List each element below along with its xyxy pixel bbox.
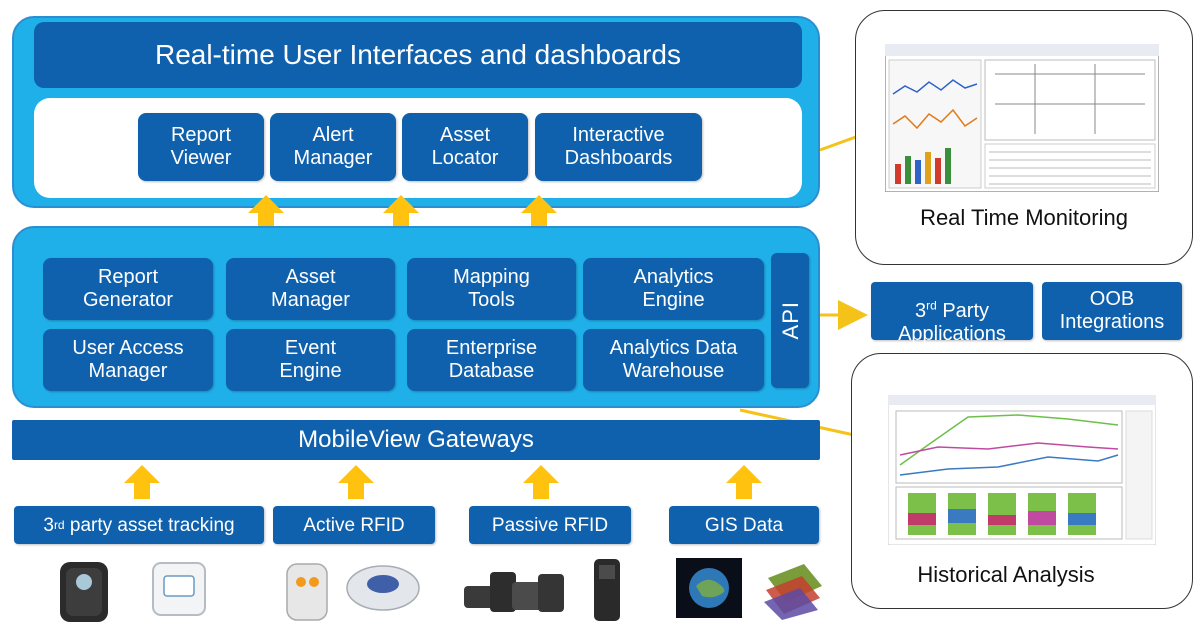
up-arrow-icon	[248, 195, 284, 229]
mobileview-gateways-bar: MobileView Gateways	[12, 420, 820, 460]
third-party-apps-text: 3rd Party Applications	[898, 277, 1006, 346]
realtime-ui-title: Real-time User Interfaces and dashboards	[34, 22, 802, 88]
up-arrow-icon	[521, 195, 557, 229]
up-arrow-icon	[124, 465, 160, 499]
report-generator-module[interactable]: Report Generator	[43, 258, 213, 320]
alert-manager-button[interactable]: Alert Manager	[270, 113, 396, 181]
historical-analysis-caption: Historical Analysis	[917, 562, 1095, 587]
gis-globe-image	[676, 558, 742, 618]
realtime-dashboard-screenshot[interactable]	[885, 44, 1159, 192]
third-party-apps-post: Party Applications	[898, 299, 1006, 345]
up-arrow-icon	[383, 195, 419, 229]
analytics-data-warehouse-module[interactable]: Analytics Data Warehouse	[583, 329, 764, 391]
third-party-applications-box[interactable]: 3rd Party Applications	[871, 282, 1033, 345]
active-rfid-box[interactable]: Active RFID	[273, 506, 435, 544]
third-party-post: party asset tracking	[64, 514, 235, 536]
third-party-apps-pre: 3	[914, 299, 927, 322]
active-rfid-reader-image	[346, 565, 420, 611]
third-party-pre: 3	[43, 514, 54, 536]
up-arrow-icon	[523, 465, 559, 499]
oob-integrations-box[interactable]: OOB Integrations	[1042, 282, 1182, 340]
uwb-tag-image	[152, 562, 206, 616]
third-party-apps-sup: rd	[926, 297, 937, 312]
interactive-dashboards-button[interactable]: Interactive Dashboards	[535, 113, 702, 181]
active-rfid-tag-image	[286, 563, 328, 621]
api-label: API	[777, 301, 803, 340]
gis-map-layers-image	[764, 564, 822, 620]
report-viewer-button[interactable]: Report Viewer	[138, 113, 264, 181]
historical-chart-screenshot[interactable]	[888, 395, 1156, 545]
up-arrow-icon	[338, 465, 374, 499]
analytics-engine-module[interactable]: Analytics Engine	[583, 258, 764, 320]
asset-manager-module[interactable]: Asset Manager	[226, 258, 395, 320]
passive-rfid-handheld-image	[594, 559, 620, 621]
user-access-manager-module[interactable]: User Access Manager	[43, 329, 213, 391]
mapping-tools-module[interactable]: Mapping Tools	[407, 258, 576, 320]
api-box[interactable]: API	[771, 253, 809, 388]
up-arrow-icon	[726, 465, 762, 499]
asset-locator-button[interactable]: Asset Locator	[402, 113, 528, 181]
tracking-tag-image	[60, 562, 108, 622]
passive-rfid-box[interactable]: Passive RFID	[469, 506, 631, 544]
event-engine-module[interactable]: Event Engine	[226, 329, 395, 391]
gis-data-box[interactable]: GIS Data	[669, 506, 819, 544]
realtime-monitoring-caption: Real Time Monitoring	[920, 205, 1128, 230]
enterprise-database-module[interactable]: Enterprise Database	[407, 329, 576, 391]
passive-rfid-readers-image	[464, 572, 564, 612]
